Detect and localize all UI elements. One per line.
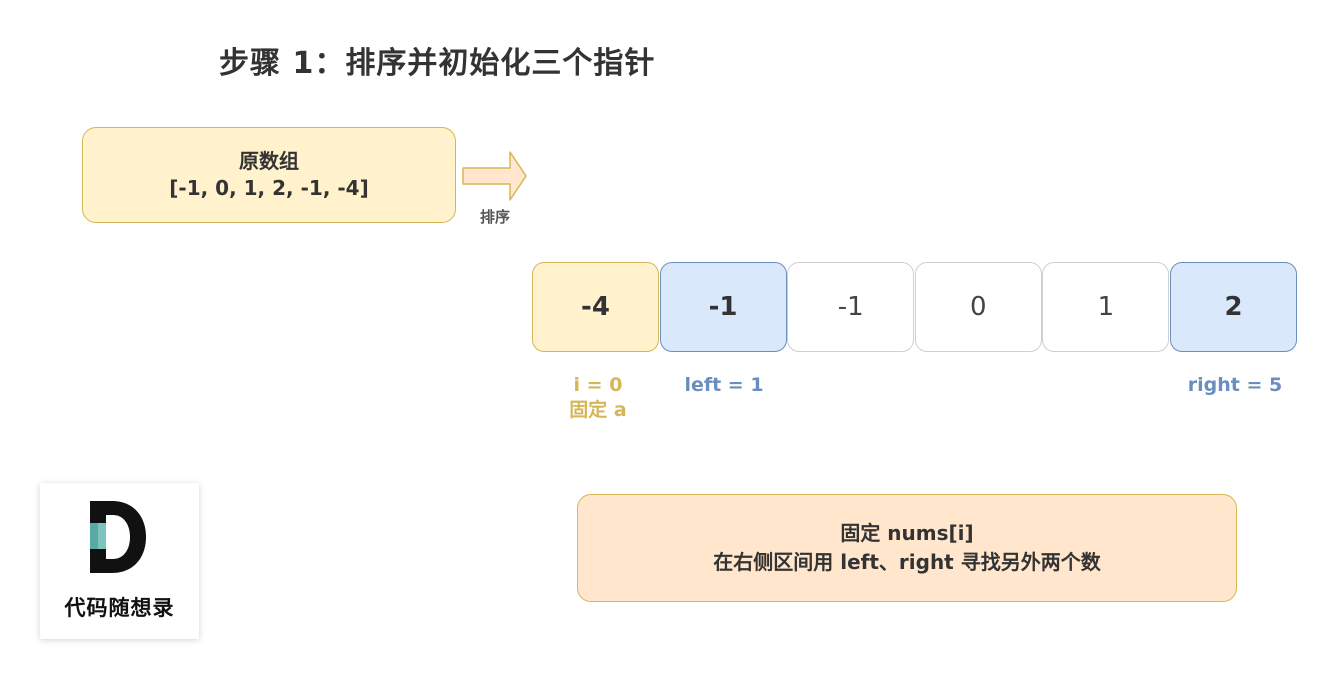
sort-arrow-icon — [462, 151, 527, 201]
logo-card: 代码随想录 — [40, 483, 199, 639]
pointer-i-description: 固定 a — [569, 399, 627, 421]
array-cell: -1 — [787, 262, 915, 352]
logo-d-icon — [90, 501, 146, 573]
array-cell-fixed-i: -4 — [532, 262, 659, 352]
sort-arrow-label: 排序 — [479, 208, 510, 226]
diagram-title: 步骤 1：排序并初始化三个指针 — [219, 46, 656, 81]
array-cell-left-pointer: -1 — [659, 262, 787, 352]
original-array-value: [-1, 0, 1, 2, -1, -4] — [169, 176, 369, 200]
array-cell-right-pointer: 2 — [1170, 262, 1297, 352]
note-line-1: 固定 nums[i] — [840, 521, 974, 545]
pointer-i-label: i = 0 固定 a — [549, 373, 647, 423]
pointer-left-label: left = 1 — [684, 374, 764, 396]
logo-text: 代码随想录 — [64, 596, 175, 620]
sorted-array: -4 -1 -1 0 1 2 — [532, 262, 1298, 352]
original-array-heading: 原数组 — [239, 149, 299, 173]
note-line-2: 在右侧区间用 left、right 寻找另外两个数 — [713, 550, 1101, 574]
pointer-right-label: right = 5 — [1187, 374, 1283, 396]
array-cell: 0 — [914, 262, 1042, 352]
pointer-i-value: i = 0 — [573, 374, 623, 396]
array-cell: 1 — [1042, 262, 1170, 352]
original-array-box: 原数组 [-1, 0, 1, 2, -1, -4] — [82, 127, 456, 223]
explanation-note: 固定 nums[i] 在右侧区间用 left、right 寻找另外两个数 — [577, 494, 1237, 602]
